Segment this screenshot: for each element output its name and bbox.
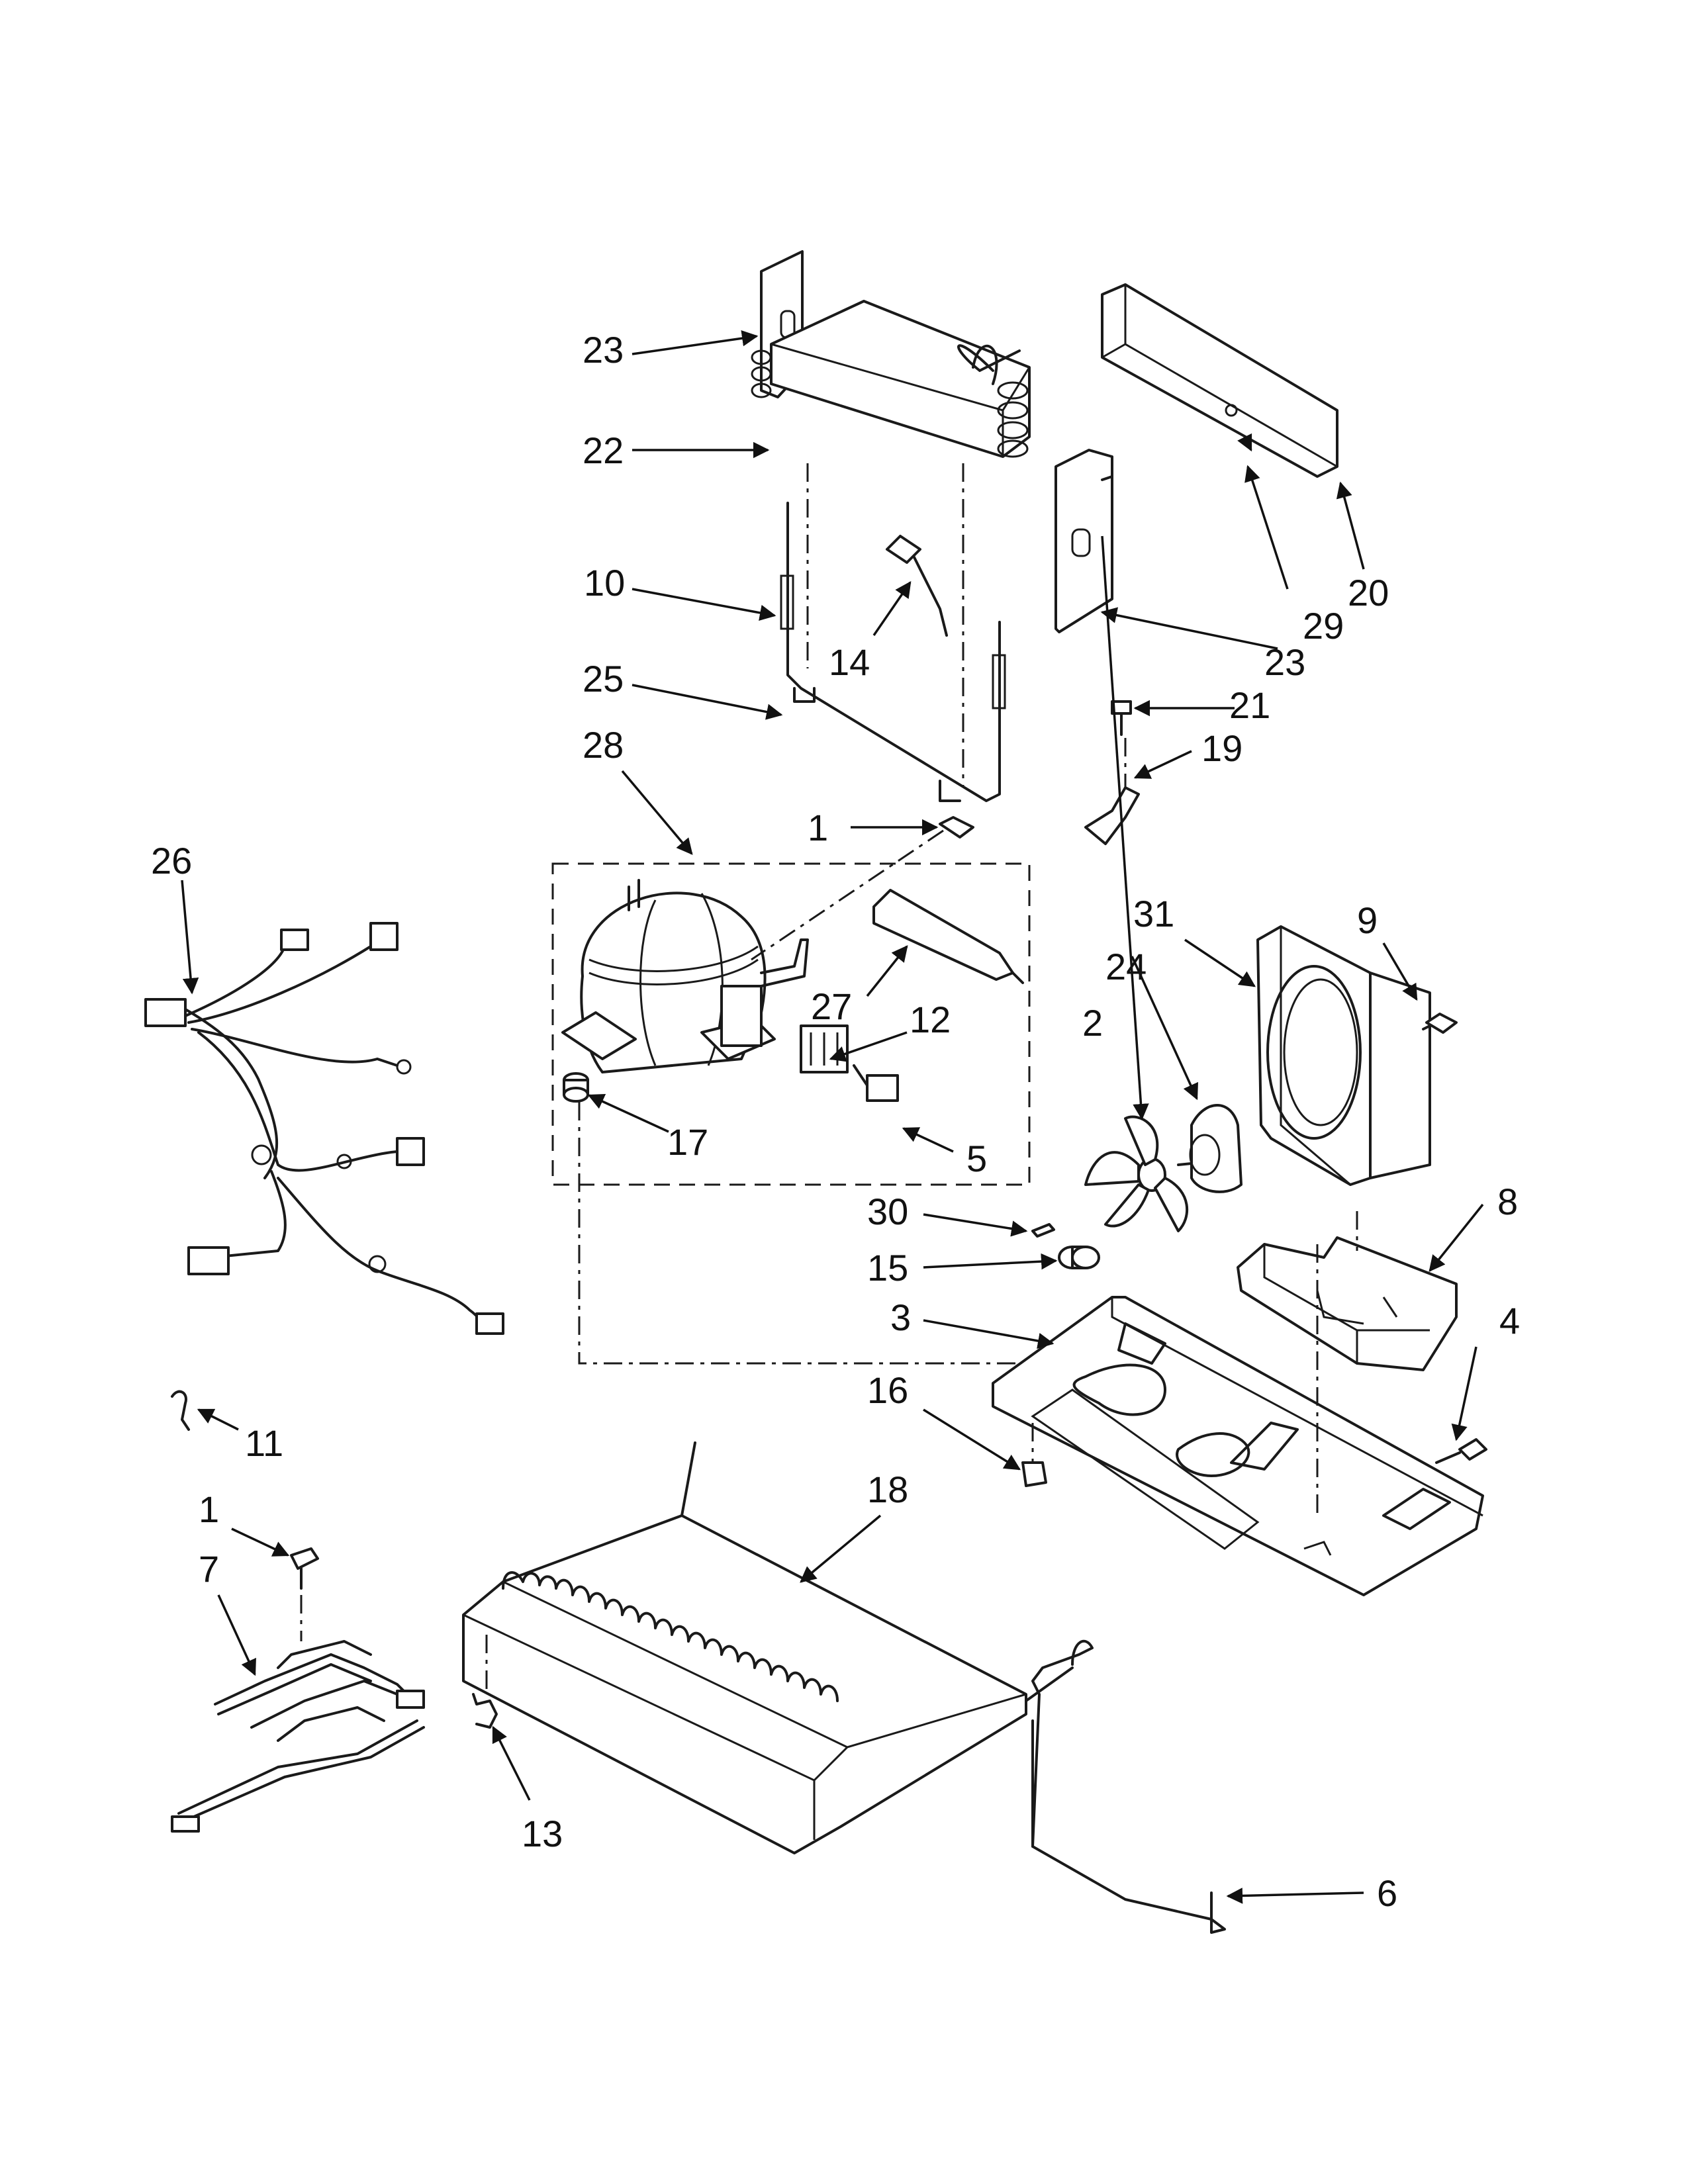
- callout-5: 5: [966, 1138, 987, 1179]
- screw-21: [1111, 700, 1132, 736]
- bushing: [1058, 1246, 1100, 1269]
- callout-17: 17: [667, 1121, 708, 1163]
- condenser-fan-motor: [1177, 1104, 1243, 1193]
- compressor-relay: [800, 1024, 849, 1073]
- callout-18: 18: [867, 1469, 908, 1510]
- callout-26: 26: [151, 840, 192, 882]
- heater-harness: [171, 1640, 425, 1833]
- defrost-heater: [786, 502, 1001, 802]
- callout-6: 6: [1377, 1872, 1397, 1914]
- callout-4: 4: [1499, 1300, 1520, 1342]
- pin: [1031, 1223, 1055, 1238]
- callout-1: 1: [808, 807, 828, 848]
- callout-28: 28: [583, 724, 624, 766]
- callout-16: 16: [867, 1369, 908, 1411]
- filter-drier: [872, 889, 1024, 984]
- callout-13: 13: [522, 1813, 563, 1854]
- callout-24: 24: [1105, 946, 1147, 987]
- fan-shroud: [1256, 925, 1431, 1186]
- callout-23b: 23: [1264, 641, 1305, 683]
- defrost-thermostat: [886, 535, 948, 637]
- callout-20: 20: [1348, 572, 1389, 614]
- callout-12: 12: [910, 999, 951, 1040]
- screw-16: [1021, 1423, 1047, 1487]
- callout-15: 15: [867, 1247, 908, 1289]
- callout-27: 27: [811, 985, 852, 1027]
- screw-9: [1422, 1013, 1458, 1034]
- callout-9: 9: [1357, 899, 1378, 941]
- callout-29: 29: [1303, 605, 1344, 647]
- bracket-19: [1084, 786, 1140, 845]
- evaporator-cover: [1101, 283, 1338, 478]
- evaporator-assembly: [751, 250, 1031, 802]
- callout-25: 25: [583, 658, 624, 700]
- callout-30: 30: [867, 1191, 908, 1232]
- compressor-assembly-boundary: [551, 862, 1031, 1186]
- callout-11: 11: [245, 1422, 283, 1464]
- condenser-fan-blade: [1084, 1115, 1188, 1232]
- callout-3: 3: [890, 1297, 911, 1338]
- condenser-coil: [462, 1441, 1074, 1854]
- fan-mounting-bracket: [1237, 1236, 1458, 1371]
- drain-tube: [1031, 1639, 1226, 1934]
- wire-clip-11: [171, 1390, 190, 1431]
- callout-31: 31: [1133, 893, 1174, 934]
- callout-2: 2: [1082, 1002, 1103, 1044]
- screw-4: [1435, 1438, 1487, 1464]
- evaporator-bracket-right: [1055, 449, 1113, 633]
- callout-leaders: [181, 330, 1484, 1904]
- evaporator-coil: [770, 300, 1031, 458]
- screw-1-bottom: [290, 1547, 319, 1590]
- overload-cap: [853, 1064, 899, 1102]
- callout-10: 10: [584, 562, 625, 604]
- grommet: [563, 1072, 589, 1103]
- callout-1b: 1: [199, 1488, 219, 1530]
- callout-22: 22: [583, 430, 624, 471]
- callout-23: 23: [583, 329, 624, 371]
- screw-1-top: [939, 816, 974, 839]
- callout-8: 8: [1497, 1181, 1518, 1222]
- callout-labels: 23 22 10 14 25 28 29 20 23 21 19 1 26 27…: [151, 329, 1520, 1914]
- callout-19: 19: [1201, 727, 1243, 769]
- compressor: [561, 879, 809, 1073]
- machine-compartment-base: [992, 1296, 1484, 1596]
- callout-21: 21: [1229, 684, 1270, 726]
- condenser-clip: [472, 1693, 498, 1729]
- wiring-harness: [144, 922, 504, 1335]
- callout-7: 7: [199, 1548, 219, 1590]
- callout-14: 14: [829, 641, 870, 683]
